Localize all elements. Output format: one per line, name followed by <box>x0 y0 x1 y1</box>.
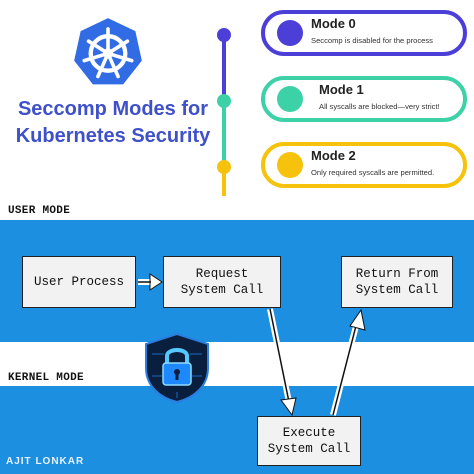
kubernetes-logo-icon <box>74 18 142 85</box>
timeline-segment-mode-0 <box>222 34 226 100</box>
return-line-2: System Call <box>355 283 439 297</box>
arrow-request-to-execute <box>267 308 297 417</box>
page-title: Seccomp Modes for Kubernetes Security <box>8 96 218 150</box>
arrow-execute-to-return <box>330 308 366 416</box>
mode-0-title: Mode 0 <box>311 16 356 31</box>
kernel-mode-band <box>0 386 474 474</box>
timeline-dot-mode-2 <box>217 160 231 174</box>
execute-system-call-box: Execute System Call <box>257 416 361 466</box>
mode-1-circle-icon <box>277 86 303 112</box>
timeline-segment-mode-1 <box>222 100 226 166</box>
return-line-1: Return From <box>355 267 439 281</box>
execute-line-2: System Call <box>267 442 351 456</box>
mode-0-circle-icon <box>277 20 303 46</box>
mode-1-title: Mode 1 <box>319 82 364 97</box>
mode-1-description: All syscalls are blocked—very strict! <box>319 102 440 111</box>
author-credit: AJIT LONKAR <box>6 456 85 467</box>
title-line-2: Kubernetes Security <box>15 125 211 147</box>
kernel-mode-label: KERNEL MODE <box>8 372 84 384</box>
mode-2-card: Mode 2 Only required syscalls are permit… <box>261 142 467 188</box>
execute-line-1: Execute <box>282 426 336 440</box>
timeline-segment-mode-2 <box>222 166 226 196</box>
user-process-box: User Process <box>22 256 136 308</box>
mode-0-description: Seccomp is disabled for the process <box>311 36 433 45</box>
padlock-shield-icon <box>145 332 209 404</box>
request-line-1: Request <box>195 267 249 281</box>
request-line-2: System Call <box>180 283 264 297</box>
user-process-label: User Process <box>33 275 124 289</box>
return-system-call-box: Return From System Call <box>341 256 453 308</box>
mode-2-circle-icon <box>277 152 303 178</box>
mode-timeline <box>217 28 231 196</box>
mode-0-card: Mode 0 Seccomp is disabled for the proce… <box>261 10 467 56</box>
user-mode-label: USER MODE <box>8 205 71 217</box>
title-line-1: Seccomp Modes for <box>17 98 209 120</box>
timeline-dot-mode-1 <box>217 94 231 108</box>
timeline-dot-mode-0 <box>217 28 231 42</box>
mode-1-card: Mode 1 All syscalls are blocked—very str… <box>261 76 467 122</box>
mode-2-title: Mode 2 <box>311 148 356 163</box>
request-system-call-box: Request System Call <box>163 256 281 308</box>
arrow-user-to-request <box>138 273 163 291</box>
mode-2-description: Only required syscalls are permitted. <box>311 168 435 177</box>
